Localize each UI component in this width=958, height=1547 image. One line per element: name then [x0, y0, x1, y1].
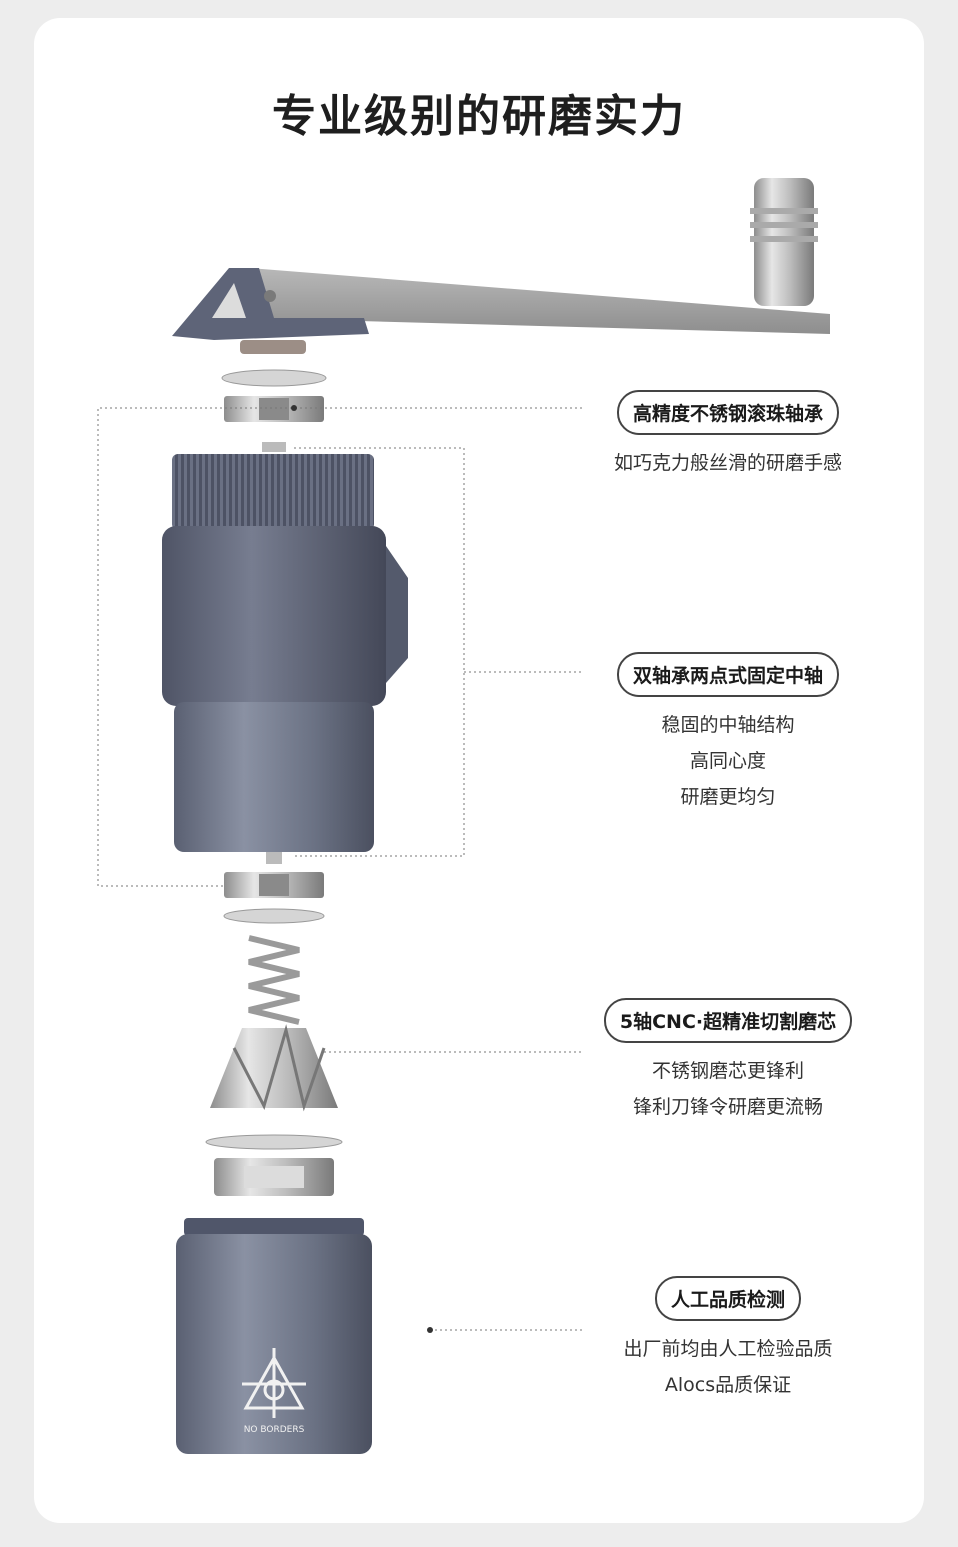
- feature-heading: 高精度不锈钢滚珠轴承: [616, 390, 839, 435]
- feature-heading: 5轴CNC·超精准切割磨芯: [603, 998, 853, 1043]
- grinder-exploded-illustration: NO BORDERS: [97, 178, 830, 1454]
- crank-handle: [172, 178, 830, 354]
- top-bearing: [221, 369, 327, 452]
- feature-line: 不锈钢磨芯更锋利: [651, 1060, 804, 1082]
- feature-burr: 5轴CNC·超精准切割磨芯 不锈钢磨芯更锋利 锋利刀锋令研磨更流畅: [578, 998, 878, 1125]
- feature-line: 高同心度: [689, 750, 766, 772]
- feature-line: 出厂前均由人工检验品质: [623, 1338, 833, 1360]
- product-detail-card: 专业级别的研磨实力: [34, 18, 924, 1523]
- feature-line: Alocs品质保证: [664, 1374, 792, 1396]
- feature-line: 如巧克力般丝滑的研磨手感: [613, 452, 842, 474]
- feature-line: 研磨更均匀: [680, 786, 776, 808]
- grinder-body-upper: [162, 454, 408, 864]
- feature-line: 稳固的中轴结构: [661, 714, 795, 736]
- feature-heading: 人工品质检测: [654, 1276, 801, 1321]
- page-title: 专业级别的研磨实力: [272, 91, 686, 142]
- feature-bearing: 高精度不锈钢滚珠轴承 如巧克力般丝滑的研磨手感: [578, 390, 878, 481]
- burr: [205, 1024, 343, 1196]
- callout-lines: [97, 407, 582, 1331]
- feature-heading: 双轴承两点式固定中轴: [616, 652, 839, 697]
- feature-line: 锋利刀锋令研磨更流畅: [632, 1096, 823, 1118]
- brand-logo: [242, 1348, 306, 1418]
- lower-bearing-and-spring: [223, 872, 325, 1025]
- feature-shaft: 双轴承两点式固定中轴 稳固的中轴结构 高同心度 研磨更均匀: [578, 652, 878, 815]
- feature-quality: 人工品质检测 出厂前均由人工检验品质 Alocs品质保证: [578, 1276, 878, 1403]
- grinder-body-lower: NO BORDERS: [176, 1218, 372, 1454]
- brand-logo-text: NO BORDERS: [244, 1425, 305, 1435]
